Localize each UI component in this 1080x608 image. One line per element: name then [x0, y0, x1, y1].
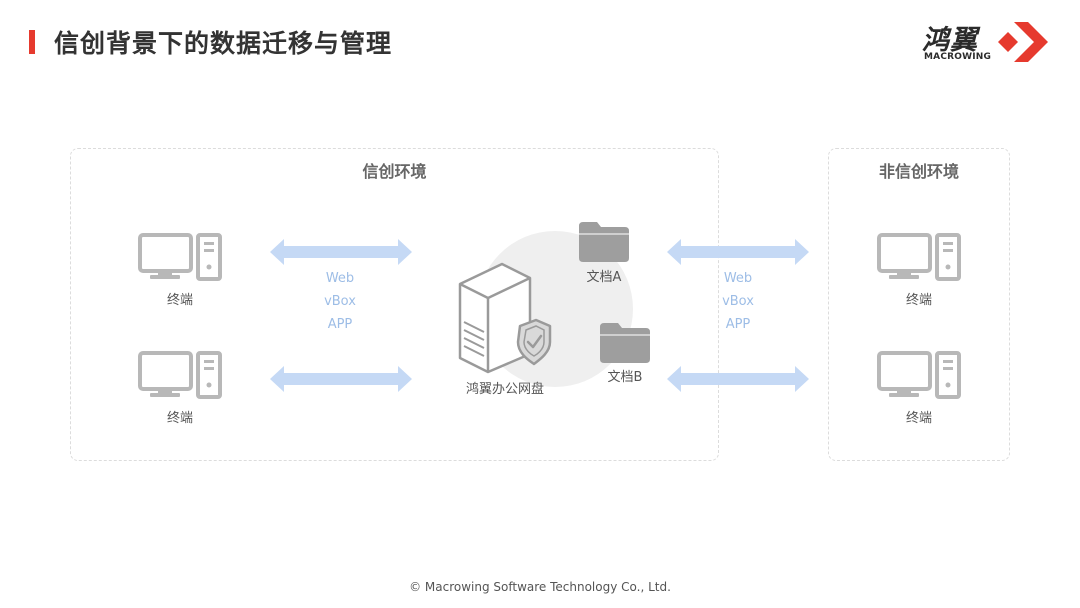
- protocol-label-app: APP: [327, 317, 353, 332]
- title-accent-bar: [29, 30, 35, 54]
- copyright-footer: © Macrowing Software Technology Co., Ltd…: [409, 580, 671, 594]
- protocol-label-vbox: vBox: [722, 294, 754, 309]
- terminal-label: 终端: [166, 411, 193, 426]
- logo-english-text: MACROWING: [924, 52, 992, 62]
- document-a-label: 文档A: [586, 270, 622, 285]
- double-arrow-icon: [270, 239, 412, 265]
- company-logo: 鸿翼 MACROWING: [920, 18, 1050, 66]
- xinchuang-zone: 信创环境: [70, 148, 719, 461]
- protocol-label-app: APP: [725, 317, 751, 332]
- logo-mark-icon: [998, 22, 1048, 62]
- logo-chinese-text: 鸿翼: [922, 25, 978, 56]
- terminal-label: 终端: [905, 293, 932, 308]
- non-xinchuang-zone: 非信创环境: [828, 148, 1010, 461]
- server-label: 鸿翼办公网盘: [465, 382, 544, 397]
- terminal-label: 终端: [166, 293, 193, 308]
- desktop-computer-icon: [877, 351, 961, 399]
- page-title: 信创背景下的数据迁移与管理: [54, 29, 393, 58]
- protocol-label-web: Web: [325, 271, 355, 286]
- desktop-computer-icon: [138, 351, 222, 399]
- double-arrow-icon: [270, 366, 412, 392]
- non-xinchuang-zone-title: 非信创环境: [878, 162, 959, 181]
- desktop-computer-icon: [877, 233, 961, 281]
- terminal-label: 终端: [905, 411, 932, 426]
- folder-icon: [579, 222, 629, 262]
- server-shield-icon: [458, 262, 552, 374]
- xinchuang-zone-title: 信创环境: [362, 162, 427, 181]
- document-b-label: 文档B: [607, 370, 643, 385]
- desktop-computer-icon: [138, 233, 222, 281]
- folder-icon: [600, 323, 650, 363]
- double-arrow-icon: [667, 239, 809, 265]
- protocol-label-web: Web: [723, 271, 753, 286]
- protocol-label-vbox: vBox: [324, 294, 356, 309]
- double-arrow-icon: [667, 366, 809, 392]
